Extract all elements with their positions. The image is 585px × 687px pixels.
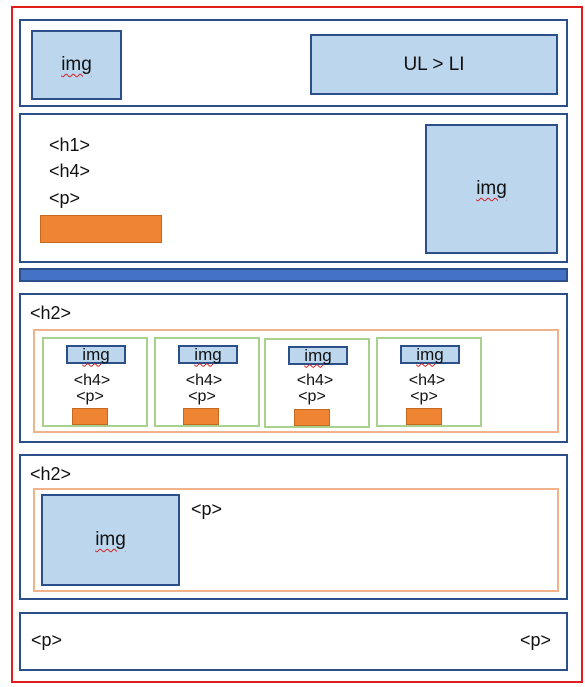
- feature-p-label: <p>: [191, 499, 223, 519]
- card-p-label: <p>: [410, 388, 438, 405]
- card-p-label: <p>: [298, 388, 326, 405]
- divider-bar: [19, 268, 568, 282]
- header-logo-image: img: [31, 30, 122, 100]
- card: img <h4> <p>: [42, 337, 148, 427]
- card: img <h4> <p>: [154, 337, 260, 427]
- footer-section: [19, 612, 568, 671]
- card-image: img: [400, 345, 460, 364]
- card-button[interactable]: [406, 408, 442, 425]
- card-h4-label: <h4>: [408, 372, 446, 389]
- header-nav-label: UL > LI: [403, 53, 465, 75]
- cards-section-title: <h2>: [30, 303, 72, 323]
- card-p-label: <p>: [188, 388, 216, 405]
- card-h4-label: <h4>: [73, 372, 111, 389]
- card: img <h4> <p>: [264, 338, 370, 428]
- hero-image-label: img: [476, 178, 507, 199]
- hero-image: img: [425, 124, 558, 254]
- hero-h1-label: <h1>: [49, 135, 91, 155]
- card-image-label: img: [194, 344, 222, 364]
- card-button[interactable]: [294, 409, 330, 426]
- feature-container: [33, 488, 559, 592]
- card-image: img: [66, 345, 126, 364]
- feature-image-label: img: [95, 529, 126, 550]
- card-image: img: [178, 345, 238, 364]
- card-image-label: img: [304, 345, 332, 365]
- footer-left-p-label: <p>: [31, 630, 63, 650]
- card: img <h4> <p>: [376, 337, 482, 427]
- card-image: img: [288, 346, 348, 365]
- feature-image: img: [41, 494, 180, 586]
- cards-container: [33, 329, 559, 433]
- footer-right-p-label: <p>: [520, 630, 552, 650]
- feature-section-title: <h2>: [30, 464, 72, 484]
- hero-h4-label: <h4>: [49, 161, 91, 181]
- header-nav-list: UL > LI: [310, 34, 558, 95]
- hero-p-label: <p>: [49, 188, 81, 208]
- hero-button[interactable]: [40, 215, 162, 243]
- header-logo-image-label: img: [61, 54, 92, 75]
- card-h4-label: <h4>: [296, 372, 334, 389]
- card-button[interactable]: [183, 408, 219, 425]
- cards-section: [19, 293, 568, 443]
- card-p-label: <p>: [76, 388, 104, 405]
- page-outline: [11, 6, 583, 683]
- card-h4-label: <h4>: [185, 372, 223, 389]
- card-image-label: img: [416, 344, 444, 364]
- card-button[interactable]: [72, 408, 108, 425]
- card-image-label: img: [82, 344, 110, 364]
